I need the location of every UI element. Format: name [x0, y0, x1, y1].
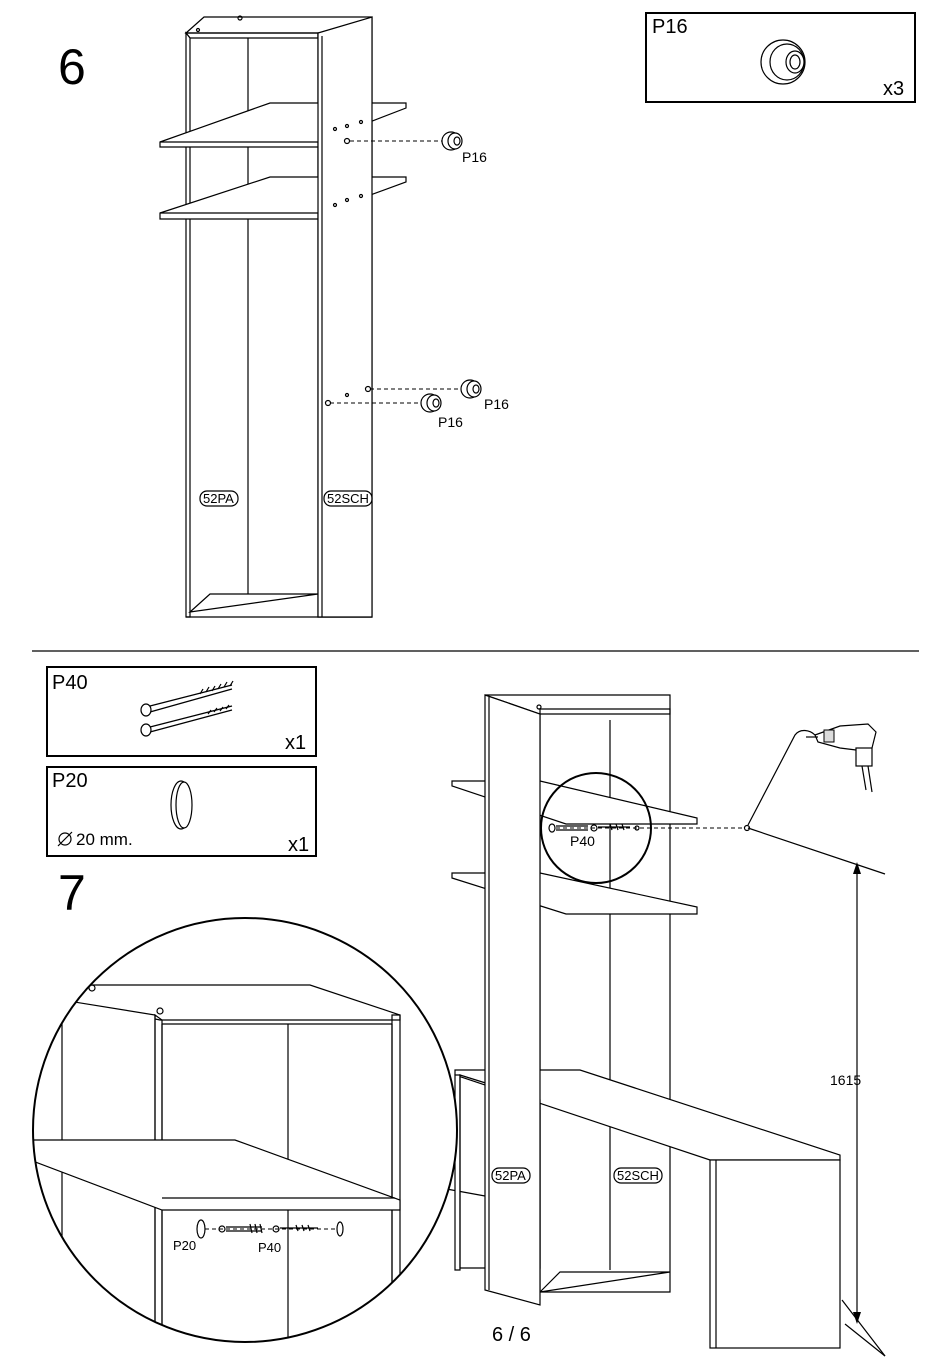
step-6-number: 6 — [58, 39, 86, 95]
desk-shelf-unit-drawing — [430, 695, 885, 1356]
dimension-1615: 1615 — [830, 1072, 861, 1088]
page-number: 6 / 6 — [492, 1324, 531, 1346]
panel-label-52sch-step7: 52SCH — [614, 1168, 662, 1183]
part-box-p16-code: P16 — [652, 16, 688, 38]
svg-text:52PA: 52PA — [495, 1168, 526, 1183]
drill-icon — [748, 724, 876, 825]
part-box-p20: P20 x1 20 mm. — [47, 767, 316, 856]
svg-text:52SCH: 52SCH — [617, 1168, 659, 1183]
step-7-number: 7 — [58, 865, 86, 921]
callout-p16-top: P16 — [462, 149, 487, 165]
zoom-label-p20: P20 — [173, 1238, 196, 1253]
svg-text:52SCH: 52SCH — [327, 491, 369, 506]
part-box-p40-code: P40 — [52, 672, 88, 694]
part-box-p40: P40 x1 — [47, 667, 316, 756]
callout-p16-left: P16 — [438, 414, 463, 430]
panel-label-52pa-step6: 52PA — [200, 491, 238, 506]
cabinet-step6-drawing — [160, 16, 406, 617]
part-box-p40-quantity: x1 — [285, 732, 306, 754]
svg-text:52PA: 52PA — [203, 491, 234, 506]
part-box-p20-diameter: 20 mm. — [76, 830, 133, 849]
screw-icon — [141, 681, 233, 736]
diameter-icon — [58, 832, 72, 846]
callout-p40: P40 — [570, 833, 595, 849]
part-box-p20-code: P20 — [52, 770, 88, 792]
panel-label-52sch-step6: 52SCH — [324, 491, 372, 506]
height-dimension — [845, 862, 885, 1356]
part-box-p16: P16 x3 — [646, 13, 915, 102]
panel-label-52pa-step7: 52PA — [492, 1168, 530, 1183]
part-box-p16-quantity: x3 — [883, 78, 904, 100]
cam-fitting-icon — [761, 40, 805, 84]
dowel-disc-icon — [171, 781, 192, 829]
callout-p16-right: P16 — [484, 396, 509, 412]
zoom-label-p40: P40 — [258, 1240, 281, 1255]
part-box-p20-quantity: x1 — [288, 834, 309, 856]
